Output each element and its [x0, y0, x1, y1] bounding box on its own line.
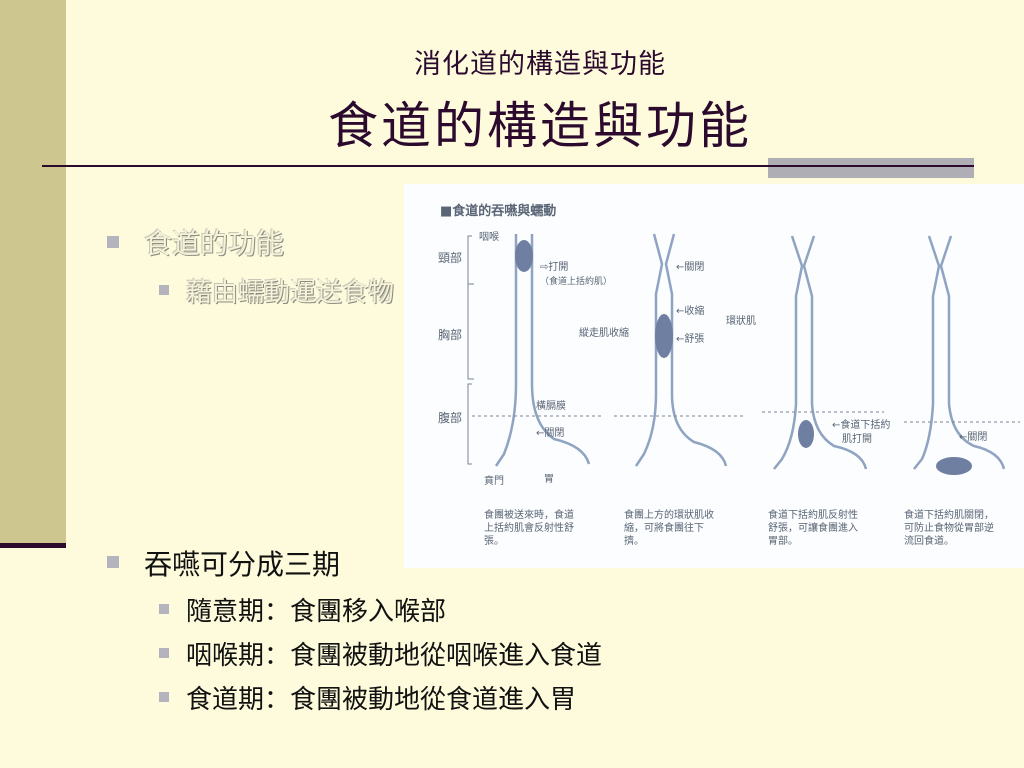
food-bolus-2 [655, 314, 673, 358]
slide-subtitle: 消化道的構造與功能 [414, 49, 666, 80]
caption-1-line-3: 張。 [484, 535, 504, 547]
label-closed-1: ←關閉 [676, 261, 704, 273]
food-bolus-3 [798, 420, 814, 448]
sub-bullet-marker [159, 648, 169, 658]
esophagus-tube-1 [494, 234, 591, 467]
sub-bullet-marker [159, 285, 169, 295]
label-contract: ←收縮 [676, 304, 704, 317]
slide-title: 食道的構造與功能 [328, 97, 752, 155]
left-accent-line [0, 543, 66, 548]
label-cardia: 賁門 [484, 474, 504, 487]
caption-3-line-2: 舒張，可讓食團進入 [768, 521, 858, 534]
caption-3-line-3: 胃部。 [768, 534, 798, 547]
title-rule [42, 165, 974, 167]
esophagus-figure: ■食道的吞嚥與蠕動 頸部 胸部 腹部 咽喉 ⇨打開 （食道上括約肌） 橫膈膜 ←… [404, 184, 1024, 568]
bullet-function-heading: 食道的功能 [144, 227, 285, 260]
region-bracket [467, 235, 474, 380]
caption-3-line-1: 食道下括約肌反射性 [768, 508, 858, 521]
label-closed-3: ←關閉 [959, 431, 987, 443]
region-abdomen-label: 腹部 [438, 410, 462, 425]
caption-2-line-2: 縮，可將食團往下 [624, 521, 704, 534]
sub-bullet-marker [159, 692, 169, 702]
label-longitudinal: 縱走肌收縮 [579, 326, 629, 339]
region-neck-label: 頸部 [438, 250, 462, 265]
bullet-phases-heading: 吞嚥可分成三期 [144, 548, 341, 581]
label-relax: ←舒張 [676, 332, 704, 345]
caption-4-line-2: 可防止食物從胃部逆 [904, 521, 994, 534]
bullet-phase-1: 隨意期：食團移入喉部 [186, 597, 447, 627]
caption-2-line-3: 擠。 [624, 534, 644, 547]
caption-2-line-1: 食團上方的環狀肌收 [624, 508, 714, 521]
caption-4-line-1: 食道下括約肌關閉， [904, 508, 994, 521]
esophagus-tube-4 [913, 235, 1006, 470]
esophagus-tube-3 [773, 235, 868, 470]
region-chest-label: 胸部 [438, 327, 462, 342]
caption-4-line-3: 流回食道。 [904, 534, 954, 547]
bullet-function-sub: 藉由蠕動運送食物 [186, 278, 395, 308]
region-bracket-lower [467, 383, 472, 465]
label-diaphragm: 橫膈膜 [536, 399, 566, 412]
label-upper-sphincter: （食道上括約肌） [540, 275, 612, 287]
label-lower-sphincter-2: 肌打開 [842, 432, 872, 445]
left-accent-strip [0, 0, 66, 548]
caption-1-line-2: 上括約肌會反射性舒 [484, 521, 574, 534]
sub-bullet-marker [159, 604, 169, 614]
label-lower-sphincter-1: ←食道下括約 [832, 418, 890, 431]
label-pharynx: 咽喉 [479, 231, 499, 243]
label-closed-2: ←關閉 [536, 427, 564, 439]
title-rule-accent-lower [768, 167, 974, 178]
bullet-phase-3: 食道期：食團被動地從食道進入胃 [186, 685, 577, 715]
bullet-marker [107, 556, 119, 568]
title-rule-accent [768, 158, 974, 165]
label-open: ⇨打開 [540, 260, 568, 273]
label-stomach: 胃 [544, 473, 554, 485]
caption-1-line-1: 食團被送來時，食道 [484, 508, 574, 521]
food-bolus-1 [515, 240, 533, 272]
bullet-marker [107, 236, 119, 248]
bullet-phase-2: 咽喉期：食團被動地從咽喉進入食道 [186, 641, 603, 671]
food-bolus-4 [936, 457, 972, 475]
figure-title: ■食道的吞嚥與蠕動 [440, 203, 556, 219]
label-ring-muscle: 環狀肌 [726, 314, 756, 327]
